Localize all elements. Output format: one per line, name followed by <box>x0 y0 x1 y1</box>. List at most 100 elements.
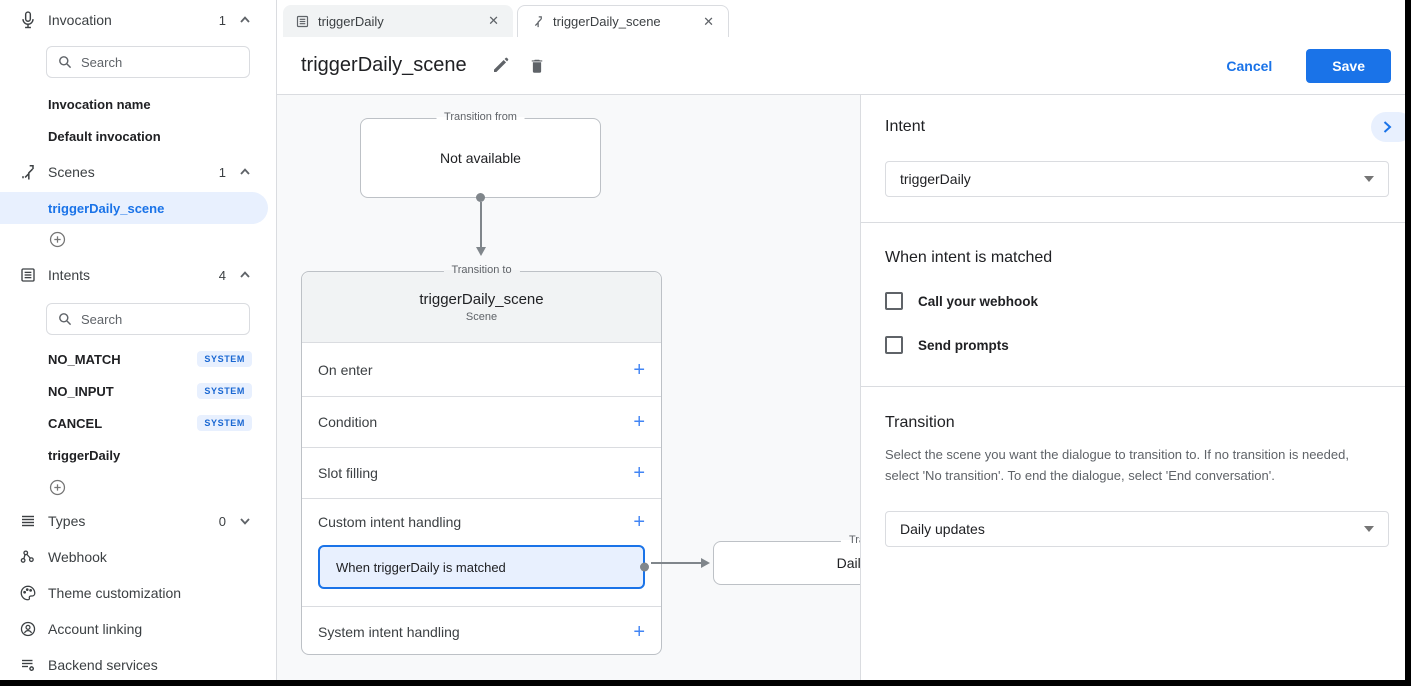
dropdown-caret-icon <box>1364 525 1374 532</box>
edit-icon[interactable] <box>491 56 510 75</box>
intent-handler-chip[interactable]: When triggerDaily is matched <box>318 545 649 589</box>
connector-dot <box>476 193 485 202</box>
transition-description: Select the scene you want the dialogue t… <box>885 447 1349 483</box>
row-label: Slot filling <box>318 465 378 481</box>
nav-label: Theme customization <box>48 585 182 601</box>
checkbox-label: Send prompts <box>918 337 1009 353</box>
invocation-search-input[interactable] <box>81 54 257 70</box>
checkbox-unchecked[interactable] <box>885 336 903 354</box>
tab-triggerdaily-scene[interactable]: triggerDaily_scene ✕ <box>517 5 729 37</box>
scene-node[interactable]: Transition to triggerDaily_scene Scene O… <box>301 264 662 656</box>
transition-section: Transition Select the scene you want the… <box>861 387 1405 547</box>
add-icon[interactable]: + <box>633 620 645 643</box>
section-count: 1 <box>218 12 226 28</box>
delete-icon[interactable] <box>528 57 546 75</box>
transition-heading: Transition <box>885 414 955 431</box>
search-icon <box>57 311 73 327</box>
sidebar-section-intents[interactable]: Intents 4 <box>0 255 276 295</box>
section-count: 1 <box>218 164 226 180</box>
intent-icon <box>295 14 310 29</box>
collapse-panel-button[interactable] <box>1371 112 1405 142</box>
editor-header: triggerDaily_scene Cancel Save <box>277 37 1405 95</box>
row-label: Custom intent handling <box>318 514 462 530</box>
section-count: 0 <box>218 513 226 529</box>
sidebar-item-backend-services[interactable]: Backend services <box>0 647 276 680</box>
properties-panel: Intent triggerDaily When intent is match… <box>860 95 1405 680</box>
tab-label: triggerDaily <box>318 13 384 29</box>
custom-intent-handling-header[interactable]: Custom intent handling + <box>302 499 661 545</box>
scene-row-on-enter[interactable]: On enter + <box>302 342 661 396</box>
intent-handler-label: When triggerDaily is matched <box>336 559 506 575</box>
sidebar-item-invocation-name[interactable]: Invocation name <box>48 96 151 112</box>
transition-target-node[interactable]: Transition to Daily updates <box>713 534 860 585</box>
close-icon[interactable]: ✕ <box>703 13 714 29</box>
call-webhook-checkbox-row[interactable]: Call your webhook <box>885 292 1381 310</box>
scene-row-system-intent-handling[interactable]: System intent handling + <box>302 606 661 656</box>
connector-line-vertical <box>480 202 482 248</box>
add-icon[interactable]: + <box>633 511 645 533</box>
close-icon[interactable]: ✕ <box>488 13 499 28</box>
sidebar-item-no-match[interactable]: NO_MATCH SYSTEM <box>0 343 276 375</box>
chevron-up-icon[interactable] <box>238 13 252 27</box>
cancel-button[interactable]: Cancel <box>1226 57 1273 74</box>
checkbox-unchecked[interactable] <box>885 292 903 310</box>
intent-name: CANCEL <box>48 415 103 431</box>
scene-row-slot-filling[interactable]: Slot filling + <box>302 447 661 498</box>
sidebar-item-no-input[interactable]: NO_INPUT SYSTEM <box>0 375 276 407</box>
scene-diagram-canvas[interactable]: Transition from Not available Transition… <box>277 95 860 680</box>
chevron-down-icon[interactable] <box>238 514 252 528</box>
sidebar-item-default-invocation[interactable]: Default invocation <box>48 128 161 144</box>
search-icon <box>57 54 73 70</box>
sidebar-item-account-linking[interactable]: Account linking <box>0 611 276 647</box>
scene-node-title: triggerDaily_scene <box>419 291 544 308</box>
sidebar-section-types[interactable]: Types 0 <box>0 503 276 539</box>
node-legend: Transition to <box>443 264 520 276</box>
transition-target-content: Daily updates <box>836 555 860 571</box>
sidebar-item-cancel[interactable]: CANCEL SYSTEM <box>0 407 276 439</box>
add-icon[interactable]: + <box>633 462 645 484</box>
sidebar-item-triggerdaily-scene[interactable]: triggerDaily_scene <box>0 192 268 224</box>
nav-label: Backend services <box>48 657 158 673</box>
chevron-right-icon <box>1383 121 1392 133</box>
add-icon[interactable]: + <box>633 358 645 381</box>
microphone-icon <box>16 8 40 32</box>
transition-dropdown[interactable]: Daily updates <box>885 510 1389 547</box>
scene-node-header: triggerDaily_scene Scene <box>302 272 661 342</box>
add-scene-button[interactable] <box>0 224 276 255</box>
save-button[interactable]: Save <box>1306 48 1391 83</box>
intents-search[interactable] <box>46 303 257 335</box>
add-icon[interactable]: + <box>633 411 645 433</box>
node-legend: Transition to <box>840 534 860 546</box>
intent-heading: Intent <box>885 118 926 135</box>
invocation-search[interactable] <box>46 46 257 78</box>
intent-name: NO_INPUT <box>48 383 114 399</box>
add-intent-button[interactable] <box>0 471 276 503</box>
intent-name: triggerDaily <box>48 447 121 463</box>
intent-section: Intent triggerDaily <box>861 95 1405 223</box>
sidebar-item-theme-customization[interactable]: Theme customization <box>0 575 276 611</box>
when-matched-section: When intent is matched Call your webhook… <box>861 223 1405 387</box>
when-matched-heading: When intent is matched <box>885 249 1053 266</box>
intent-dropdown[interactable]: triggerDaily <box>885 161 1389 197</box>
tab-triggerdaily[interactable]: triggerDaily ✕ <box>283 5 513 37</box>
scene-row-custom-intent-handling: Custom intent handling + When triggerDai… <box>302 498 661 606</box>
nav-label: Webhook <box>48 549 107 565</box>
row-label: On enter <box>318 361 373 378</box>
transition-from-node[interactable]: Transition from Not available <box>360 111 601 198</box>
intents-search-input[interactable] <box>81 311 257 327</box>
sidebar-item-webhook[interactable]: Webhook <box>0 539 276 575</box>
scene-node-subtitle: Scene <box>465 311 498 323</box>
scene-row-condition[interactable]: Condition + <box>302 396 661 447</box>
send-prompts-checkbox-row[interactable]: Send prompts <box>885 336 1381 354</box>
chevron-up-icon[interactable] <box>238 268 252 282</box>
sidebar-item-triggerdaily[interactable]: triggerDaily <box>0 439 276 471</box>
page-title: triggerDaily_scene <box>301 54 467 76</box>
scene-icon <box>530 14 545 29</box>
sidebar-section-invocation[interactable]: Invocation 1 <box>0 0 276 40</box>
intent-name: NO_MATCH <box>48 351 121 367</box>
sidebar-section-scenes[interactable]: Scenes 1 <box>0 152 276 192</box>
tab-bar: triggerDaily ✕ triggerDaily_scene ✕ <box>277 0 1405 37</box>
row-label: Condition <box>318 414 378 430</box>
chevron-up-icon[interactable] <box>238 165 252 179</box>
